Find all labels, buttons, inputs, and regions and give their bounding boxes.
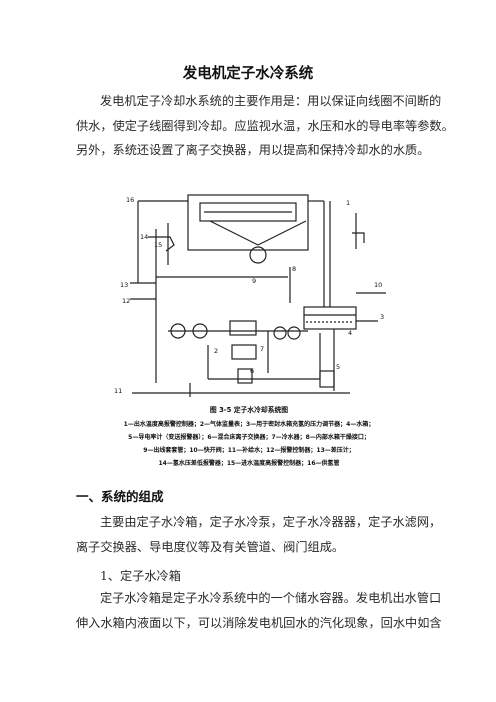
diagram-label: 5 <box>336 363 340 371</box>
diagram-label: 13 <box>120 281 128 289</box>
diagram-label: 1 <box>346 199 350 207</box>
figure-caption-title: 图 3-5 定子水冷却系统图 <box>210 405 288 414</box>
intro-line: 另外，系统还设置了离子交换器，用以提高和保持冷却水的水质。 <box>76 143 430 157</box>
section1-line: 主要由定子水冷箱，定子水冷泵，定子水冷器器，定子水滤网， <box>100 515 442 529</box>
filter <box>229 320 257 336</box>
outlet-bushing <box>209 220 307 246</box>
conductivity-meter <box>273 326 287 340</box>
section-heading: 一、系统的组成 <box>76 489 164 504</box>
diagram-label: 3 <box>380 313 384 321</box>
hydrogen-vessel <box>249 246 267 264</box>
section1-paragraph: 主要由定子水冷箱，定子水冷泵，定子水冷器器，定子水滤网， 离子交换器、导电度仪等… <box>76 510 442 559</box>
figure-legend-line: 5—导电率计（变送报警器）；6—混合床离子交换器；7—冷水器；8—内部水箱干燥接… <box>128 433 370 441</box>
subsection1-paragraph: 定子水冷箱是定子水冷系统中的一个储水容器。发电机出水管口 伸入水箱内液面以下，可… <box>76 586 442 635</box>
diagram-label: 11 <box>114 387 122 395</box>
ion-exchanger <box>231 344 257 360</box>
diagram-svg: 16 14 15 9 13 12 8 1 10 3 4 2 7 6 5 11 图… <box>114 194 386 467</box>
pressure-regulator <box>352 232 365 243</box>
stator-winding <box>199 202 297 222</box>
section1-line: 离子交换器、导电度仪等及有关管道、阀门组成。 <box>76 539 345 554</box>
diagram-label: 7 <box>260 345 264 353</box>
cooling-system-diagram: 16 14 15 9 13 12 8 1 10 3 4 2 7 6 5 11 图… <box>108 183 390 473</box>
intro-paragraph: 发电机定子冷却水系统的主要作用是：用以保证向线圈不间断的 供水，使定子线圈得到冷… <box>76 89 454 163</box>
figure-legend-line: 1—出水温度高报警控制器；2—气体监量表；3—用于密封水箱充氢的压力调节器；4—… <box>124 420 375 428</box>
makeup-valve <box>237 368 253 384</box>
generator-body <box>187 194 309 251</box>
diagram-label: 16 <box>126 196 134 204</box>
intro-line: 供水，使定子线圈得到冷却。应监视水温，水压和水的导电率等参数。 <box>76 118 454 133</box>
subsection1-line: 定子水冷箱是定子水冷系统中的一个储水容器。发电机出水管口 <box>100 591 442 605</box>
fast-valve <box>319 370 335 388</box>
subsection1-line: 伸入水箱内液面以下，可以消除发电机回水的汽化现象，回水中如含 <box>76 615 442 630</box>
figure-legend-line: 14—氢水压差低报警器；15—进水温度高报警控制器；16—供氢管 <box>158 459 339 467</box>
cooler <box>287 326 301 340</box>
diagram-label: 10 <box>374 281 382 289</box>
document-title: 发电机定子水冷系统 <box>182 66 314 82</box>
diagram-label: 6 <box>250 367 254 375</box>
diagram-label: 15 <box>154 241 162 249</box>
intro-line: 发电机定子冷却水系统的主要作用是：用以保证向线圈不间断的 <box>100 94 442 108</box>
diagram-label: 14 <box>140 233 148 241</box>
diagram-label: 4 <box>348 329 352 337</box>
subsection-heading: 1、定子水冷箱 <box>100 569 181 583</box>
diagram-label: 9 <box>252 277 256 285</box>
figure-legend-line: 9—出线套套管；10—快开阀；11—补给水；12—报警控制器；13—差压计； <box>143 446 355 454</box>
water-tank <box>303 306 357 330</box>
diagram-label: 2 <box>214 347 218 355</box>
diagram-label: 12 <box>122 297 130 305</box>
pressure-switch <box>148 236 175 252</box>
diagram-label: 8 <box>292 265 296 273</box>
